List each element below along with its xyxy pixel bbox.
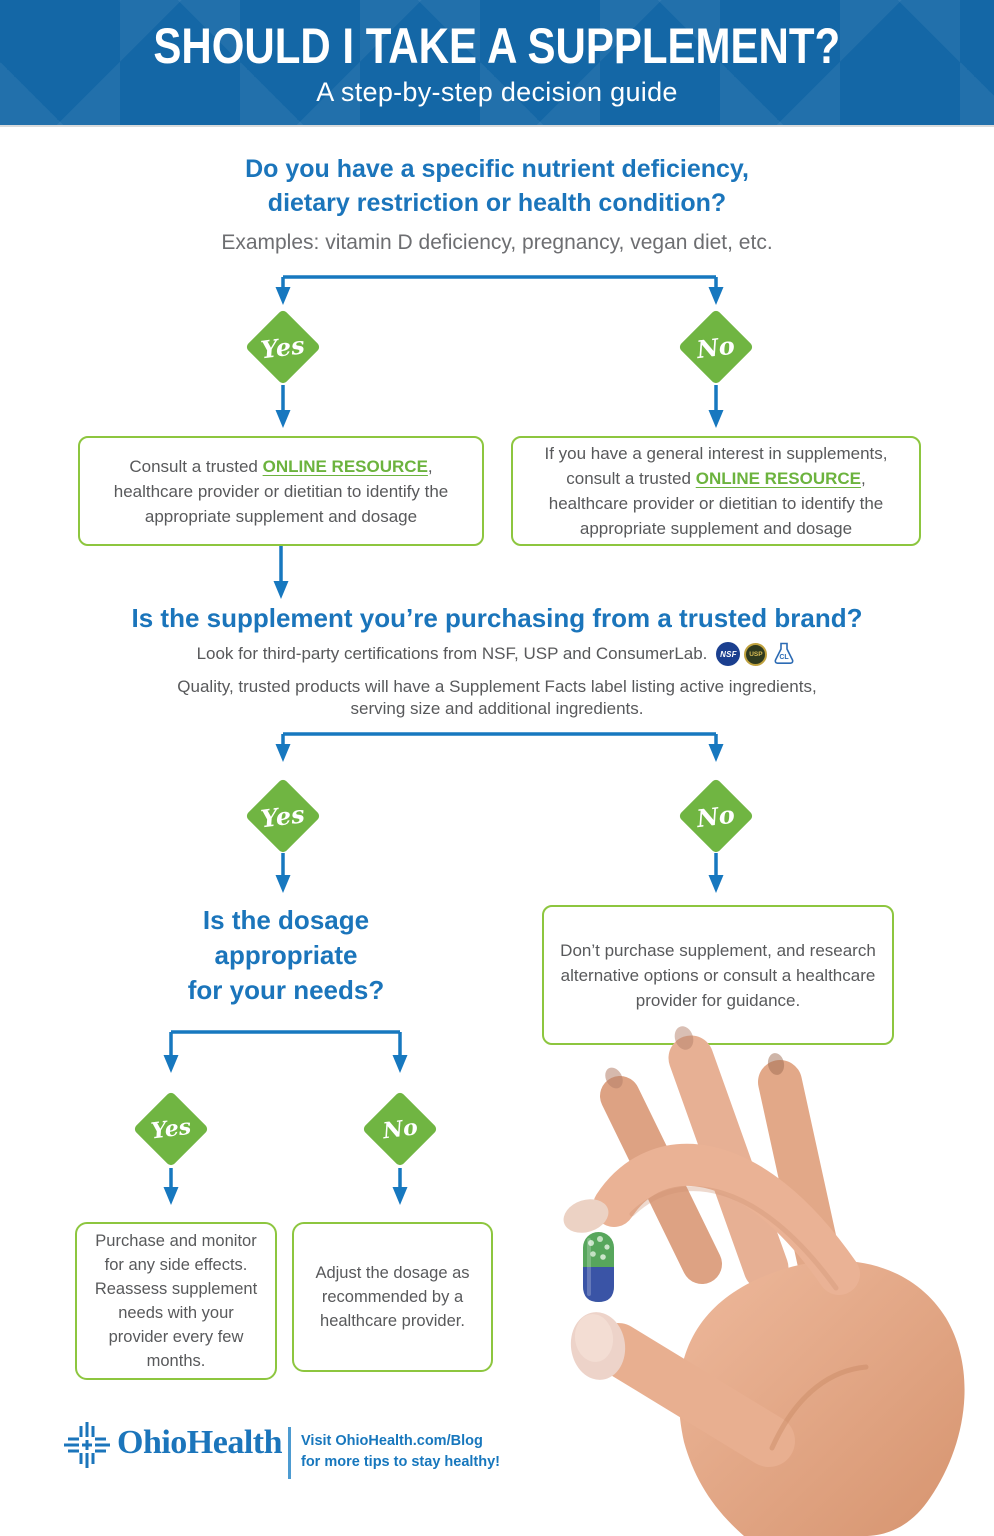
decision-q1-no-diamond: No <box>677 308 755 386</box>
decision-q2-no-diamond: No <box>677 777 755 855</box>
yes-label: Yes <box>149 1113 193 1145</box>
purchase-monitor-box: Purchase and monitor for any side effect… <box>75 1222 277 1380</box>
question-1: Do you have a specific nutrient deficien… <box>0 152 994 255</box>
question-3: Is the dosage appropriate for your needs… <box>106 903 466 1008</box>
question-1-line2: dietary restriction or health condition? <box>267 189 727 217</box>
footer-blog-link[interactable]: Visit OhioHealth.com/Blog <box>301 1433 483 1449</box>
dont-purchase-box: Don’t purchase supplement, and research … <box>542 905 894 1045</box>
question-2-heading: Is the supplement you’re purchasing from… <box>131 603 863 633</box>
nsf-badge-icon: NSF <box>716 642 741 666</box>
consult-resource-box: Consult a trusted ONLINE RESOURCE, healt… <box>78 436 484 546</box>
decision-q1-yes-diamond: Yes <box>244 308 322 386</box>
page-title: SHOULD I TAKE A SUPPLEMENT? <box>153 18 841 74</box>
question-1-examples: Examples: vitamin D deficiency, pregnanc… <box>221 231 773 254</box>
capsule-icon <box>583 1232 614 1302</box>
consumerlab-badge-icon: CL <box>771 641 797 667</box>
footer-divider <box>288 1427 291 1479</box>
decision-q3-no-diamond: No <box>361 1090 439 1168</box>
certification-badges: NSF USP CL <box>716 641 797 667</box>
header-banner: SHOULD I TAKE A SUPPLEMENT? A step-by-st… <box>0 0 994 127</box>
online-resource-link-2[interactable]: ONLINE RESOURCE <box>695 469 862 488</box>
question-3-line1: Is the dosage <box>202 905 370 935</box>
consult-text-pre: Consult a trusted <box>129 456 263 476</box>
no-label: No <box>695 330 737 364</box>
certifications-row: Look for third-party certifications from… <box>0 641 994 667</box>
footer-tagline: for more tips to stay healthy! <box>301 1454 501 1470</box>
ohiohealth-wordmark: OhioHealth <box>117 1424 283 1461</box>
page-subtitle: A step-by-step decision guide <box>316 77 678 107</box>
nsf-badge-label: NSF <box>720 649 737 659</box>
decision-q2-yes-diamond: Yes <box>244 777 322 855</box>
adjust-dosage-box: Adjust the dosage as recommended by a he… <box>292 1222 493 1372</box>
general-interest-box: If you have a general interest in supple… <box>511 436 921 546</box>
usp-badge-icon: USP <box>744 642 768 666</box>
ohiohealth-logo-icon <box>64 1422 110 1468</box>
yes-label: Yes <box>259 798 307 834</box>
footer-note: Visit OhioHealth.com/Blog for more tips … <box>301 1431 500 1473</box>
general-text-pre: If you have a general interest in supple… <box>544 444 888 488</box>
online-resource-link[interactable]: ONLINE RESOURCE <box>262 456 428 476</box>
question-1-line1: Do you have a specific nutrient deficien… <box>245 155 749 183</box>
usp-badge-label: USP <box>749 650 763 658</box>
question-2: Is the supplement you’re purchasing from… <box>0 602 994 634</box>
certifications-text: Look for third-party certifications from… <box>196 644 708 663</box>
general-text-post: , healthcare provider or dietitian to id… <box>548 469 884 538</box>
no-label: No <box>381 1113 419 1145</box>
question-3-line3: for your needs? <box>187 975 385 1005</box>
cl-badge-label: CL <box>780 654 790 661</box>
hand-holding-pill-image <box>563 1026 965 1536</box>
no-label: No <box>695 799 737 833</box>
quality-line-1: Quality, trusted products will have a Su… <box>177 677 817 696</box>
quality-note: Quality, trusted products will have a Su… <box>0 676 994 720</box>
question-3-line2: appropriate <box>214 940 358 970</box>
consult-text-post: , healthcare provider or dietitian to id… <box>113 456 449 526</box>
adjust-dosage-text: Adjust the dosage as recommended by a he… <box>315 1264 470 1330</box>
purchase-monitor-text: Purchase and monitor for any side effect… <box>94 1232 258 1370</box>
quality-line-2: serving size and additional ingredients. <box>350 699 644 718</box>
decision-q3-yes-diamond: Yes <box>132 1090 210 1168</box>
dont-purchase-text: Don’t purchase supplement, and research … <box>560 940 876 1010</box>
yes-label: Yes <box>259 329 307 365</box>
